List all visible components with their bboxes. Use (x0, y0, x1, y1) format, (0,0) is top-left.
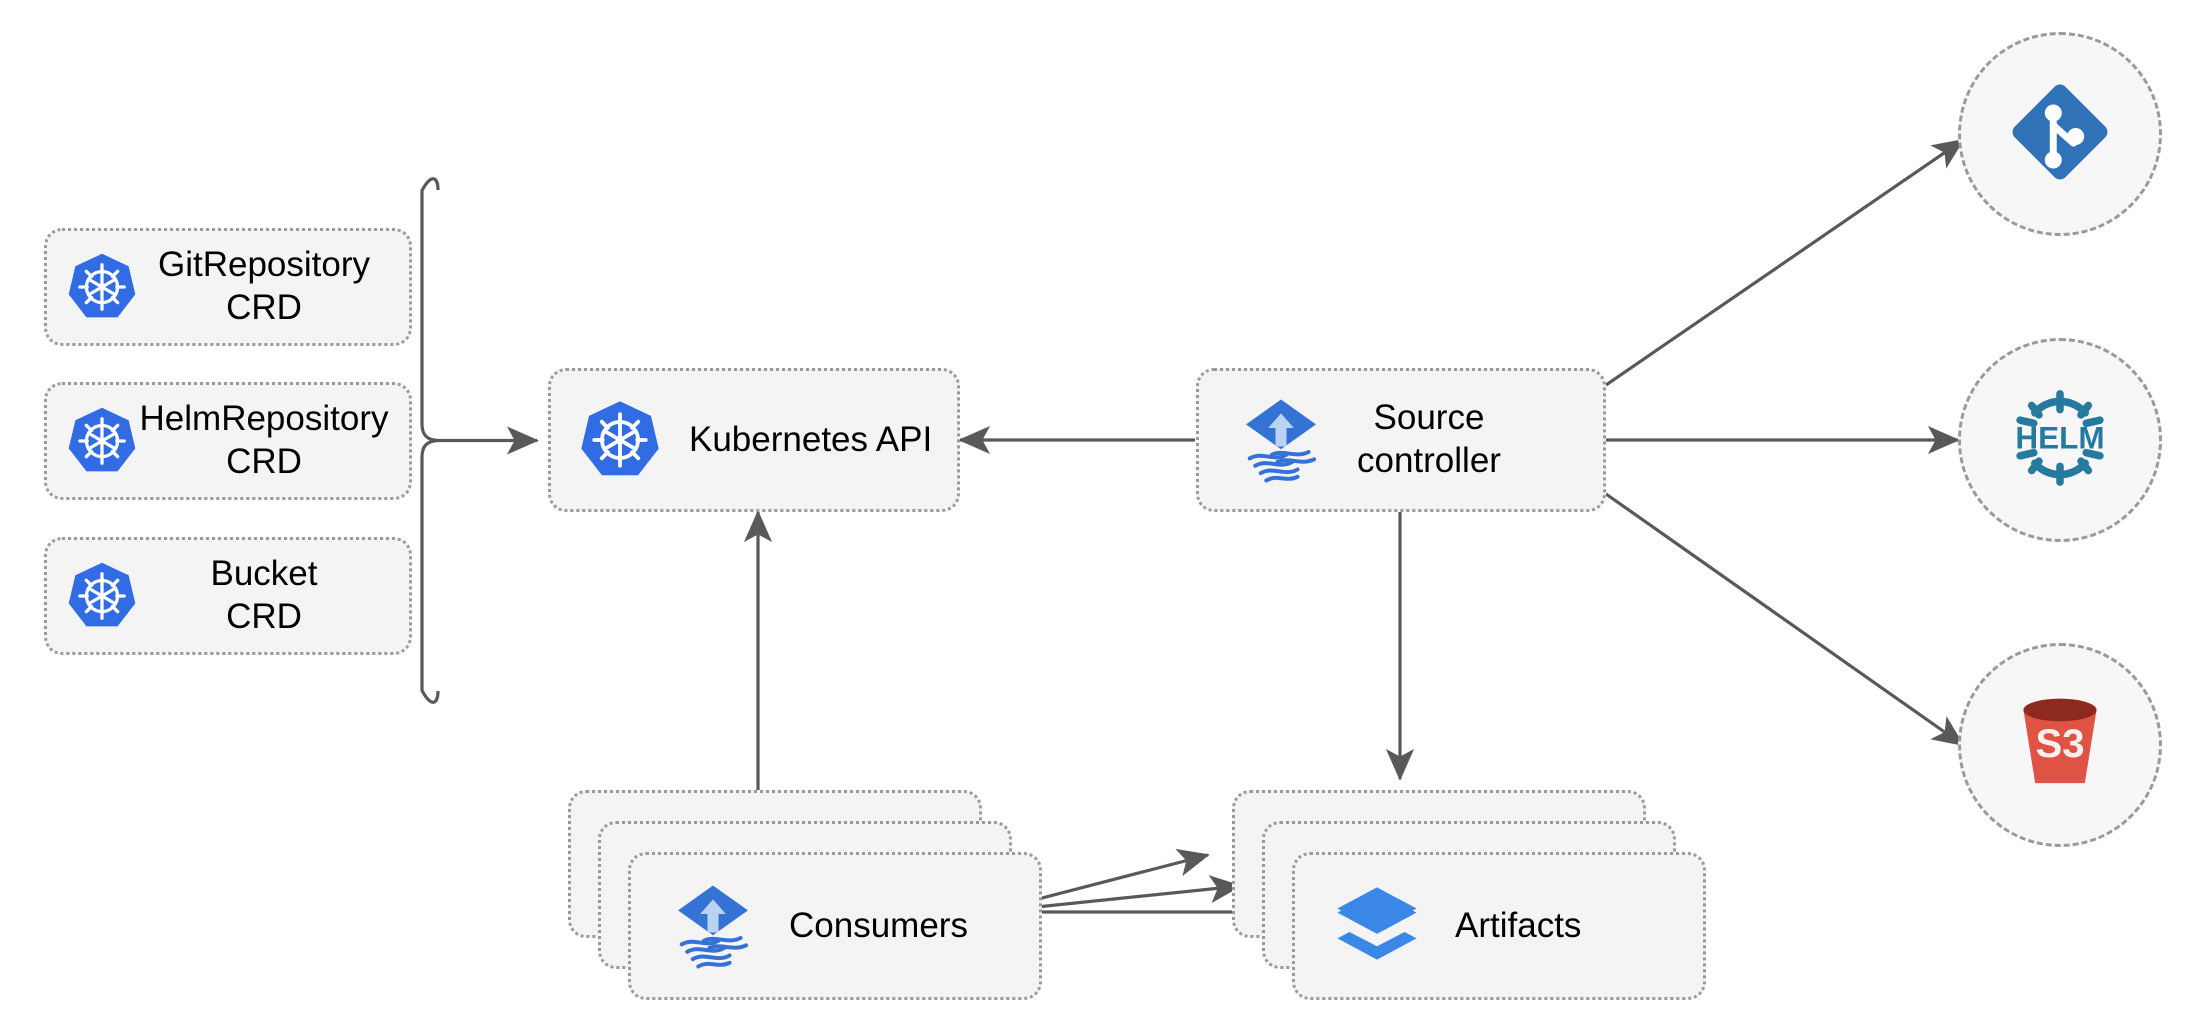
node-artifacts[interactable]: Artifacts (1292, 852, 1706, 1000)
flux-icon (1235, 394, 1327, 486)
crd-label: Bucket CRD (210, 554, 318, 636)
flux-icon (667, 880, 759, 972)
crd-label: HelmRepository CRD (139, 399, 389, 481)
node-label: Artifacts (1455, 905, 1582, 945)
helm-wordmark: HELM (2015, 419, 2104, 455)
kubernetes-icon (577, 397, 663, 483)
helm-icon: HELM (1997, 375, 2123, 506)
kubernetes-icon (65, 250, 139, 324)
node-kubernetes-api[interactable]: Kubernetes API (548, 368, 960, 512)
node-consumers[interactable]: Consumers (628, 852, 1042, 1000)
external-s3-target[interactable]: S3 (1958, 643, 2162, 847)
git-icon (2004, 76, 2116, 193)
layers-icon (1331, 880, 1423, 972)
crd-label: GitRepository CRD (157, 245, 371, 327)
s3-icon: S3 (2001, 684, 2119, 807)
kubernetes-icon (65, 559, 139, 633)
kubernetes-icon (65, 404, 139, 478)
node-label: Kubernetes API (689, 419, 933, 459)
node-source-controller[interactable]: Source controller (1196, 368, 1606, 512)
edge-source-to-s3 (1605, 492, 1965, 747)
external-git-target[interactable] (1958, 32, 2162, 236)
crd-bucket[interactable]: Bucket CRD (44, 537, 412, 655)
node-label: Source controller (1357, 398, 1501, 480)
crd-helmrepository[interactable]: HelmRepository CRD (44, 382, 412, 500)
external-helm-target[interactable]: HELM (1958, 338, 2162, 542)
crd-group-brace (420, 177, 440, 704)
edge-source-to-git (1605, 138, 1965, 387)
node-label: Consumers (789, 905, 968, 945)
s3-wordmark: S3 (2035, 721, 2084, 766)
crd-gitrepository[interactable]: GitRepository CRD (44, 228, 412, 346)
